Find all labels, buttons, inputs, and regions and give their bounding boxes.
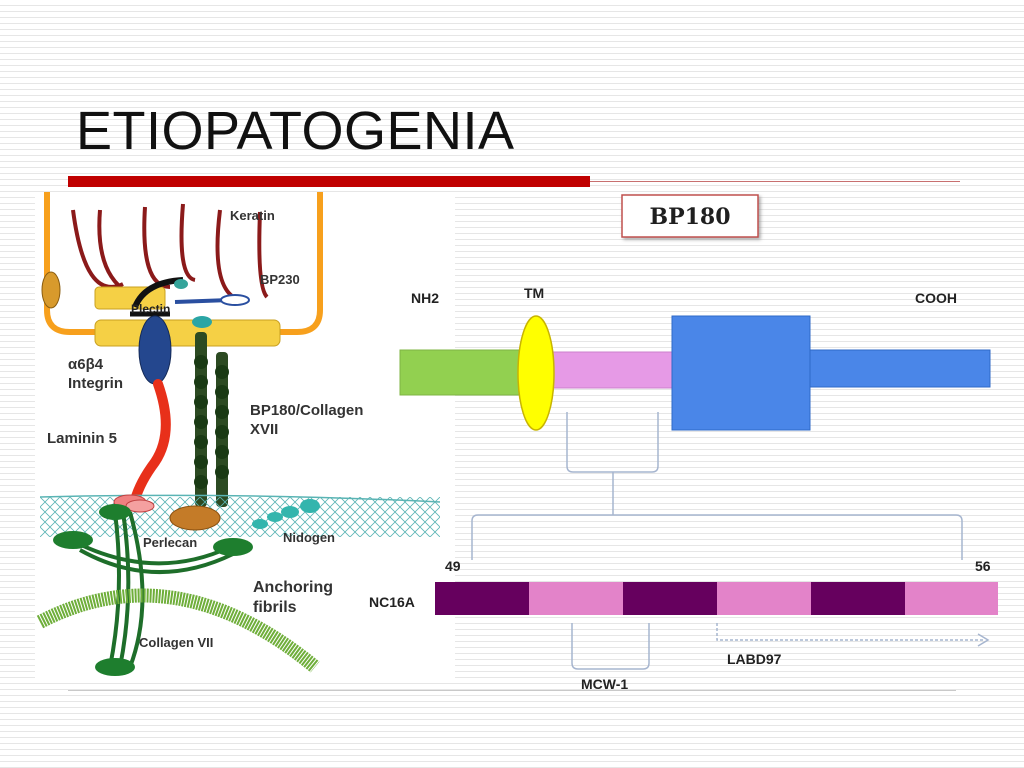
tm-domain-yellow — [517, 315, 555, 431]
diagram-background — [35, 192, 455, 682]
cell-membrane-right — [275, 192, 323, 335]
outer-plaque — [94, 319, 281, 347]
slide-title: ETIOPATOGENIA — [76, 101, 515, 161]
labd97-arrowhead — [977, 633, 990, 647]
laminin-5 — [130, 379, 171, 505]
bp180-title: BP180 — [649, 204, 730, 230]
label-plectin: Plectin — [131, 302, 170, 316]
bp180-head — [192, 316, 212, 328]
label-collagen-vii: Collagen VII — [139, 635, 213, 650]
upper-bracket — [566, 412, 659, 473]
label-end-56: 56 — [975, 558, 991, 574]
basement-membrane-edge — [39, 494, 441, 503]
title-underline-thin — [590, 181, 960, 182]
nidogen — [252, 499, 320, 529]
label-bp230: BP230 — [260, 272, 300, 287]
label-tm: TM — [524, 285, 544, 301]
mcw1-bracket — [571, 623, 650, 670]
laminin-pad-2 — [125, 499, 155, 513]
label-labd97: LABD97 — [727, 651, 782, 667]
nh2-domain-green — [399, 349, 526, 396]
label-nc16a: NC16A — [369, 594, 415, 610]
label-anchoring-2: fibrils — [253, 599, 297, 616]
label-laminin: Laminin 5 — [47, 430, 117, 447]
nc16a-segments — [435, 582, 998, 615]
fibril-knobs — [53, 504, 253, 676]
label-nidogen: Nidogen — [283, 530, 335, 545]
label-keratin: Keratin — [230, 208, 275, 223]
label-bp180-2: XVII — [250, 421, 278, 438]
label-start-49: 49 — [445, 558, 461, 574]
bp180-beads — [194, 355, 229, 489]
bp230-end — [220, 294, 250, 306]
bp230-dot — [174, 279, 188, 289]
membrane-protein — [41, 271, 61, 309]
hemidesmosome-diagram: Keratin BP230 Plectin α6β4 Integrin BP18… — [35, 192, 455, 682]
label-bp180-1: BP180/Collagen — [250, 402, 363, 419]
collagen-band — [36, 588, 320, 673]
perlecan — [169, 505, 221, 531]
integrin — [138, 315, 172, 385]
labd97-arrow — [716, 623, 985, 641]
label-cooh: COOH — [915, 290, 957, 306]
title-underline-bar — [68, 176, 590, 187]
cooh-blue-domain — [809, 349, 991, 388]
label-integrin-1: α6β4 — [68, 356, 104, 373]
bp180-domain-diagram: BP180 NH2 TM COOH 49 56 NC16A MCW-1 LABD… — [369, 194, 998, 692]
large-blue-domain — [671, 315, 811, 431]
expand-bracket — [471, 514, 963, 560]
label-integrin-2: Integrin — [68, 375, 123, 392]
label-anchoring-1: Anchoring — [253, 579, 333, 596]
bp180-title-box — [621, 194, 759, 238]
extracellular-pink-segment — [549, 351, 676, 389]
label-mcw1: MCW-1 — [581, 676, 628, 692]
label-perlecan: Perlecan — [143, 535, 197, 550]
cell-membrane — [44, 192, 95, 335]
footer-divider — [68, 690, 956, 691]
label-nh2: NH2 — [411, 290, 439, 306]
